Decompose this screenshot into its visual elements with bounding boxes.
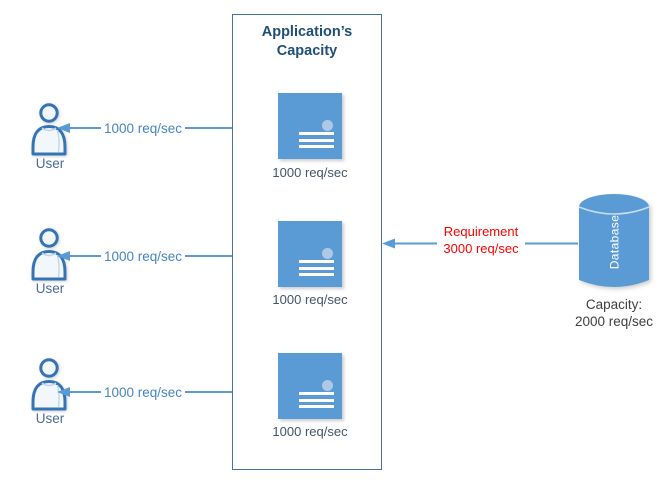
server-slot-line [299,405,334,409]
database-capacity: Capacity: 2000 req/sec [565,296,663,330]
server-led-dot [322,248,333,259]
server-led-dot [322,380,333,391]
database-cylinder-icon [578,194,650,287]
server-capacity-label: 1000 req/sec [272,292,348,307]
server-slot-line [299,273,334,277]
requirement-title: Requirement [443,224,519,239]
server-slot-line [299,145,334,149]
server-icon [278,221,342,287]
left-arrowhead-icon [382,238,395,249]
server-icon [278,93,342,159]
server-capacity-label: 1000 req/sec [272,165,348,180]
server-slot-line [299,138,334,142]
server-slot-line [299,132,334,136]
requirement-label: Requirement 3000 req/sec [437,224,525,257]
user-label: User [35,281,65,296]
server-led-dot [322,120,333,131]
user-label: User [35,156,65,171]
server-capacity-label: 1000 req/sec [272,424,348,439]
server-slot-line [299,398,334,402]
server-slot-line [299,266,334,270]
user-icon [31,228,67,281]
server-slot-line [299,260,334,264]
server-slot-line [299,392,334,396]
application-capacity-title: Application’s Capacity [261,24,353,59]
user-rate-label: 1000 req/sec [101,119,185,137]
database-label-wrap: Database [577,196,651,288]
database-capacity-value: 2000 req/sec [574,314,654,329]
user-rate-label: 1000 req/sec [101,247,185,265]
user-rate-label: 1000 req/sec [101,383,185,401]
requirement-value: 3000 req/sec [443,240,519,256]
database-label: Database [606,214,621,270]
server-icon [278,353,342,419]
user-label: User [35,411,65,426]
user-icon [31,358,67,411]
database-capacity-title: Capacity: [585,297,643,312]
user-icon [31,103,67,156]
